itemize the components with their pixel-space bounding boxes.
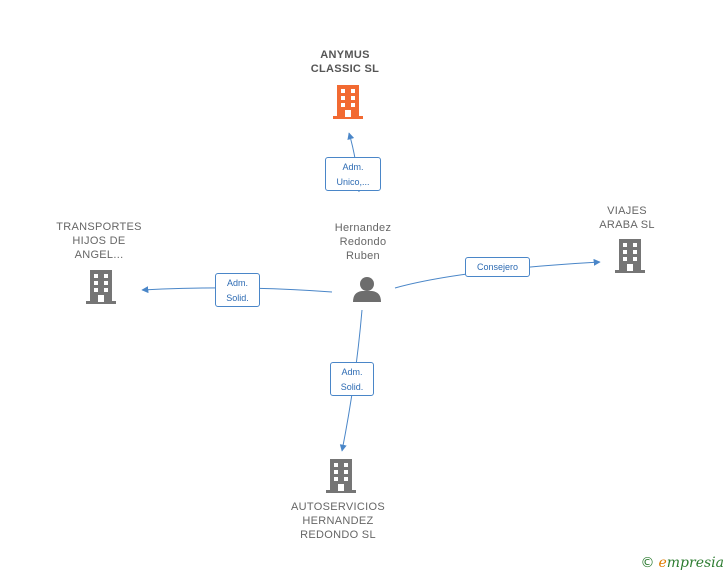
building-icon-autoservicios[interactable] [326,459,356,498]
empresia-footer: ©empresia [640,555,724,571]
edge-label-transportes: Adm. Solid. [215,273,260,307]
building-icon-viajes[interactable] [615,239,645,278]
brand-initial: e [658,555,667,571]
edge-label-autoservicios: Adm. Solid. [330,362,374,396]
copyright-icon: © [640,555,655,571]
node-label-viajes[interactable]: VIAJES ARABA SL [599,205,655,231]
brand-name: mpresia [666,555,724,571]
node-label-anymus[interactable]: ANYMUS CLASSIC SL [310,49,380,75]
center-person-label[interactable]: Hernandez Redondo Ruben [334,222,392,262]
building-icon-transportes[interactable] [86,270,116,309]
edge-label-viajes: Consejero [465,257,530,277]
person-icon[interactable] [353,277,381,302]
node-label-transportes[interactable]: TRANSPORTES HIJOS DE ANGEL... [56,221,142,261]
edge-label-anymus: Adm. Unico,... [325,157,381,191]
node-label-autoservicios[interactable]: AUTOSERVICIOS HERNANDEZ REDONDO SL [291,501,385,541]
building-icon-anymus[interactable] [333,85,363,124]
